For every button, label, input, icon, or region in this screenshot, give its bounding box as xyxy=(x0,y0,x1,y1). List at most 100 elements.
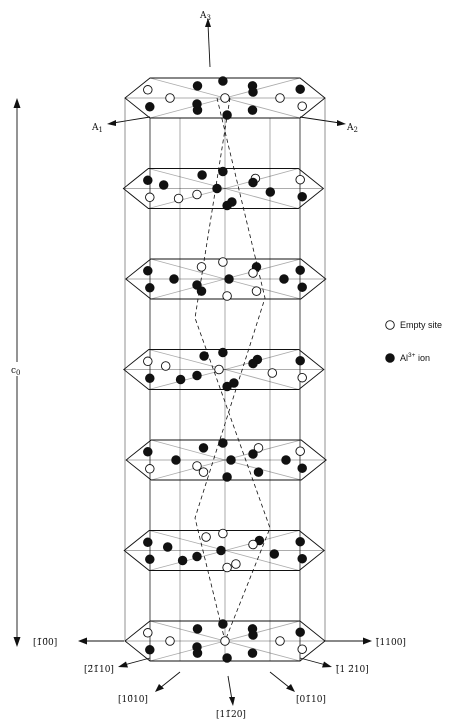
al-ion-marker xyxy=(199,351,209,361)
empty-site-marker xyxy=(297,644,307,654)
empty-site-marker xyxy=(231,559,241,569)
empty-site-marker xyxy=(253,443,264,453)
layer-spoke-line xyxy=(148,168,226,189)
layer-spoke-line xyxy=(224,97,301,119)
al-ion-marker xyxy=(279,274,289,284)
al-ion-marker xyxy=(192,624,203,634)
empty-site-marker xyxy=(214,364,224,375)
al-ion-marker xyxy=(295,536,305,547)
layer-spoke-line xyxy=(149,97,226,119)
a2-label: A2 xyxy=(346,123,358,134)
al-ion-marker xyxy=(248,630,258,640)
layer-spoke-line xyxy=(224,620,301,642)
al-ion-marker xyxy=(222,472,232,482)
direction-label-11-bar2-0: [11̄20] xyxy=(216,710,246,720)
direction-label-2-bar1-bar1-0: [2̄1̄10] xyxy=(84,665,114,675)
helix-dashed-line xyxy=(194,97,271,642)
hexagonal-layer xyxy=(123,349,325,390)
al-ion-marker xyxy=(143,175,153,186)
al-ion-marker xyxy=(295,627,305,637)
al-ion-marker xyxy=(269,549,280,559)
direction-arrows xyxy=(78,637,372,706)
al-ion-marker xyxy=(145,283,155,293)
al-ion-marker xyxy=(295,84,305,94)
direction-label-10-bar1-0: [10̄10] xyxy=(118,695,148,705)
a1-label: A1 xyxy=(91,123,103,134)
al-ion-marker xyxy=(192,642,202,652)
hexagonal-layer xyxy=(124,620,326,662)
al-ion-marker xyxy=(143,266,153,276)
layer-spoke-line xyxy=(151,459,226,481)
empty-site-marker xyxy=(297,372,307,383)
al-ion-marker xyxy=(248,87,258,97)
al-ion-marker xyxy=(192,280,202,290)
a3-label: A3 xyxy=(199,11,211,22)
empty-site-marker xyxy=(218,528,228,539)
al-ion-legend-icon xyxy=(385,353,395,363)
empty-site-marker xyxy=(143,85,153,95)
layer-spoke-line xyxy=(148,369,226,390)
layer-spoke-line xyxy=(150,258,226,280)
hexagonal-layer xyxy=(125,258,327,300)
empty-site-marker xyxy=(196,262,207,272)
empty-site-marker xyxy=(173,193,184,204)
layer-spoke-line xyxy=(224,258,301,280)
direction-label-1-bar1-00: [1̄0̄0] xyxy=(33,638,57,648)
al-ion-marker xyxy=(218,76,228,86)
al-ion-marker xyxy=(297,463,307,473)
al-ion-marker xyxy=(145,102,155,112)
empty-site-marker xyxy=(248,539,258,550)
empty-site-marker xyxy=(267,368,278,378)
layer-spoke-line xyxy=(224,550,300,571)
al-ion-marker xyxy=(222,653,232,663)
al-ion-marker xyxy=(297,553,307,564)
helix-dashed-line xyxy=(194,97,266,642)
direction-label-bar1-2-bar1-0: [̄1 2̄10] xyxy=(336,665,369,675)
layer-spoke-line xyxy=(149,640,226,662)
hexagonal-layer xyxy=(122,168,325,209)
layer-spoke-line xyxy=(224,77,301,99)
layer-spoke-line xyxy=(224,369,299,390)
al-ion-marker xyxy=(145,645,155,655)
al-ion-marker xyxy=(197,170,207,180)
empty-site-marker xyxy=(297,101,307,111)
empty-site-marker xyxy=(165,93,175,103)
a-axes: A3 A1 A2 xyxy=(91,11,358,134)
al-ion-marker xyxy=(171,455,181,465)
al-ion-marker xyxy=(247,105,258,115)
al-ion-marker xyxy=(192,370,202,381)
empty-site-marker xyxy=(192,189,202,200)
empty-site-marker xyxy=(218,257,228,267)
al-ion-marker xyxy=(177,555,188,566)
al-ion-marker xyxy=(226,455,236,465)
al-ion-marker xyxy=(247,648,258,658)
layer-spoke-line xyxy=(224,188,299,209)
empty-site-marker xyxy=(295,174,305,185)
al-ion-marker xyxy=(218,347,228,358)
c0-label: c0 xyxy=(11,366,21,377)
empty-site-marker xyxy=(251,286,262,296)
legend-empty-site: Empty site xyxy=(400,320,442,330)
empty-site-marker xyxy=(222,291,232,301)
al-ion-marker xyxy=(281,455,291,465)
empty-site-marker xyxy=(220,93,230,103)
al-ion-marker xyxy=(198,443,209,453)
layer-spoke-line xyxy=(151,439,226,461)
legend: Empty site Al3+ ion xyxy=(385,320,442,363)
hexagonal-layer xyxy=(125,439,327,481)
layer-spoke-line xyxy=(224,439,302,461)
c0-axis: c0 xyxy=(10,98,24,647)
empty-site-marker xyxy=(143,628,153,638)
layer-spoke-line xyxy=(150,278,226,300)
empty-site-marker xyxy=(275,636,285,646)
empty-site-marker xyxy=(248,268,258,278)
layer-spoke-line xyxy=(224,459,302,481)
layer-spoke-line xyxy=(224,640,301,662)
hexagonal-layer xyxy=(123,530,325,571)
al-ion-marker xyxy=(192,99,202,109)
al-ion-marker xyxy=(248,449,258,459)
al-ion-marker xyxy=(295,355,305,366)
empty-site-marker xyxy=(165,636,175,646)
al-ion-marker xyxy=(175,374,186,385)
